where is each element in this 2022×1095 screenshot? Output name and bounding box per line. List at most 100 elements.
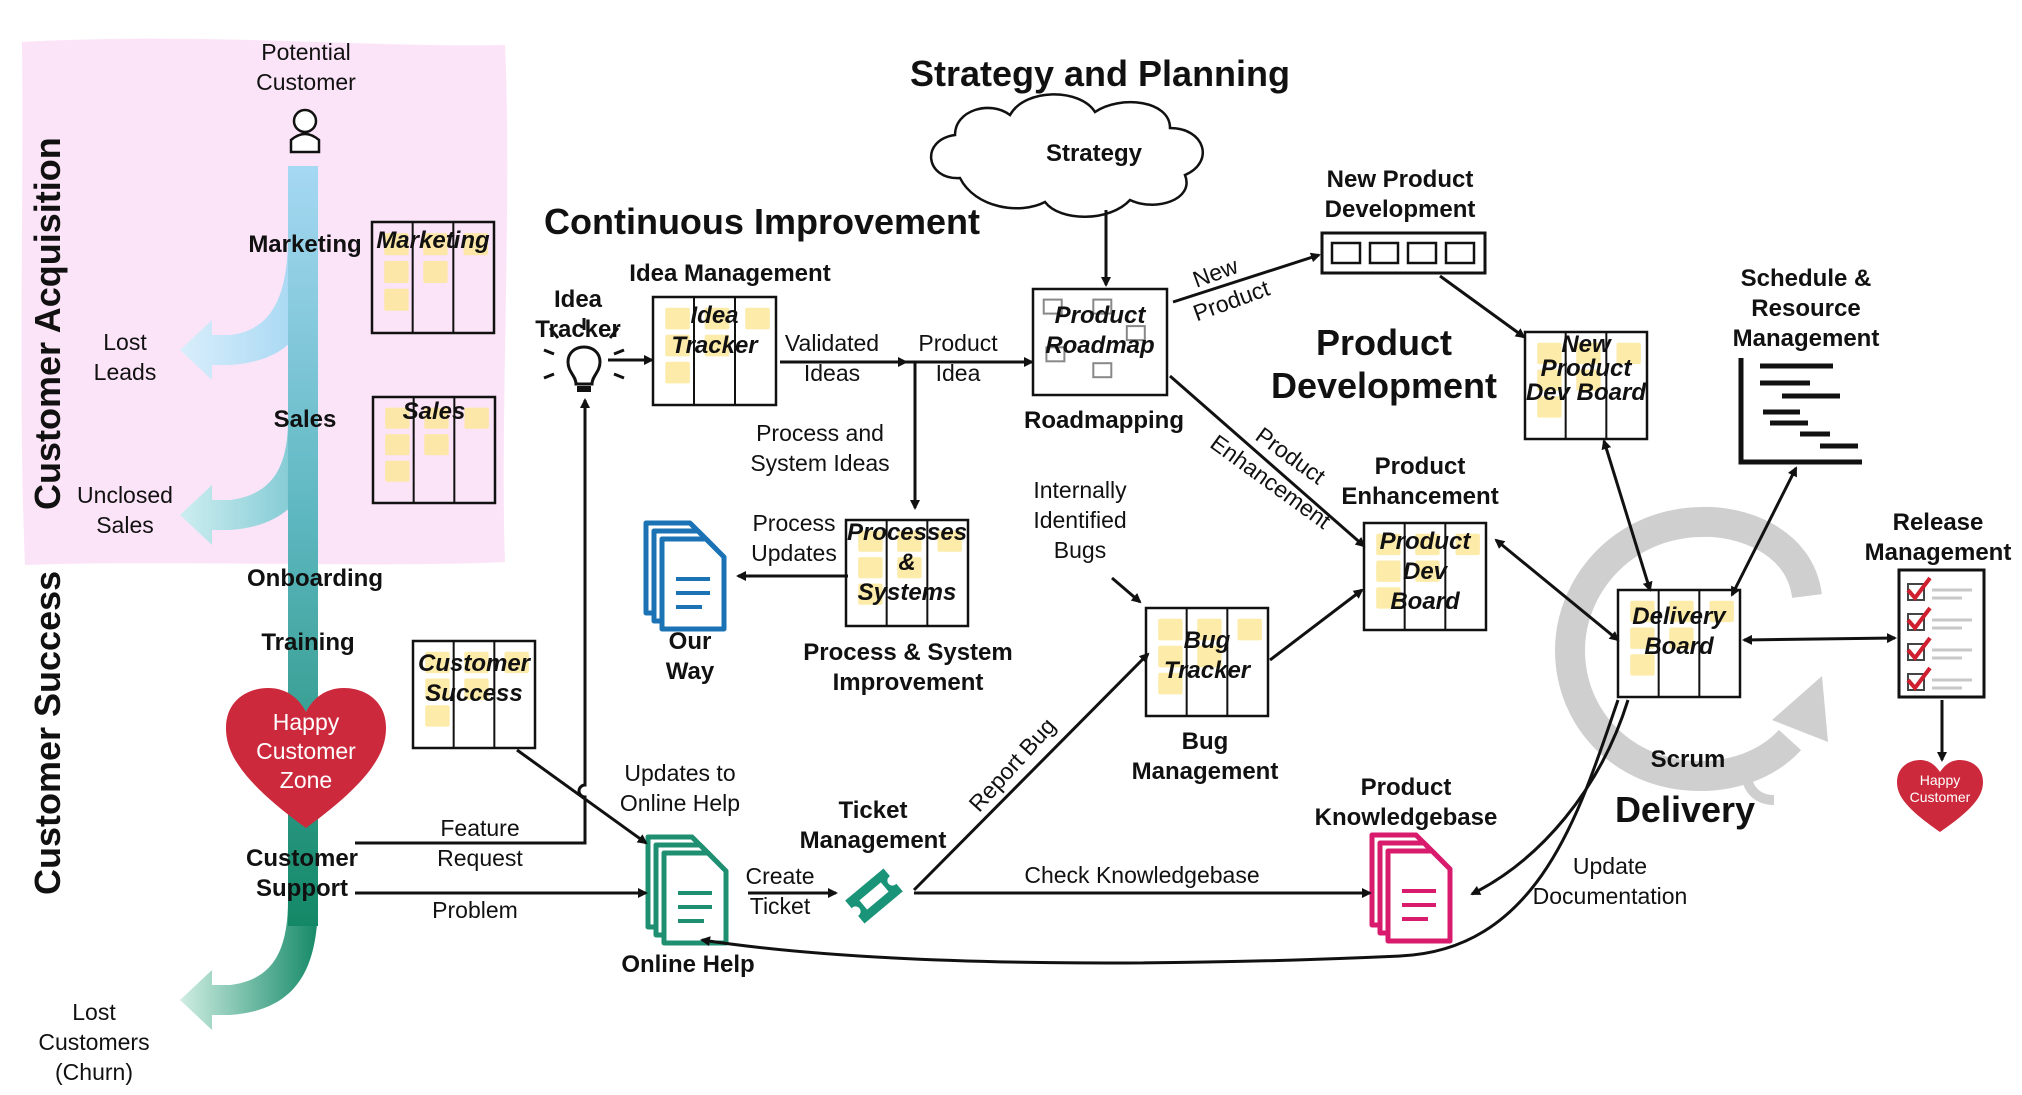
sticky-note xyxy=(463,233,488,256)
problem-label: Problem xyxy=(432,897,518,923)
cloud-icon xyxy=(929,93,1204,218)
sticky-note xyxy=(464,407,489,429)
new-product-dev-label: Development xyxy=(1325,196,1476,223)
onboarding-stage: Onboarding xyxy=(247,565,383,592)
continuous-improvement-title: Continuous Improvement xyxy=(544,201,980,242)
sticky-note xyxy=(858,557,883,579)
product-knowledgebase-label: Knowledgebase xyxy=(1315,804,1498,831)
create-ticket-label: Ticket xyxy=(750,893,811,919)
product-development-title-2: Development xyxy=(1271,365,1497,406)
board-title: New xyxy=(1561,331,1612,358)
lightbulb-icon xyxy=(543,318,625,392)
board-title: Product xyxy=(1380,528,1472,555)
sticky-note xyxy=(1576,369,1601,391)
sticky-note xyxy=(1630,654,1655,676)
sticky-note xyxy=(1616,342,1641,365)
board-title: Customer xyxy=(418,650,532,677)
sticky-note xyxy=(704,307,730,330)
sticky-note xyxy=(1158,645,1183,668)
board-title: Tracker xyxy=(671,332,759,359)
roadmapping-label: Roadmapping xyxy=(1024,407,1184,434)
feature-request-label: Request xyxy=(437,845,523,871)
sticky-note xyxy=(665,361,690,384)
sticky-note xyxy=(425,651,450,674)
board-title: Sales xyxy=(403,398,466,425)
sales-stage: Sales xyxy=(274,406,337,433)
sticky-note xyxy=(385,460,410,482)
customer-acquisition-title: Customer Acquisition xyxy=(27,137,68,510)
release-management-label: Release xyxy=(1893,509,1984,536)
happy-customer-text-1: Happy xyxy=(1920,772,1960,788)
new-product-dev-label: New Product xyxy=(1327,166,1474,193)
roadmap-card xyxy=(1092,298,1113,315)
sticky-note xyxy=(1376,560,1401,582)
heart-icon xyxy=(226,688,386,828)
lost-customers-label-2: Customers xyxy=(38,1029,149,1055)
product-knowledgebase-label: Product xyxy=(1361,774,1452,801)
board-title: Board xyxy=(1390,588,1461,615)
strategy-planning-title: Strategy and Planning xyxy=(910,53,1290,94)
gantt-icon xyxy=(1738,358,1862,465)
sticky-note xyxy=(425,705,450,727)
sticky-note xyxy=(1197,618,1222,641)
schedule-label: Management xyxy=(1733,325,1880,352)
happy-customer: Happy Customer xyxy=(1897,760,1983,832)
idea-tracker-label-label: Tracker xyxy=(535,316,620,343)
heart-icon xyxy=(1897,760,1983,832)
board-title: & xyxy=(898,549,915,576)
schedule-label: Resource xyxy=(1751,295,1860,322)
customer-support-stage-2: Support xyxy=(256,875,348,902)
sticky-note xyxy=(1630,600,1655,623)
check-knowledgebase-label: Check Knowledgebase xyxy=(1024,862,1259,888)
sticky-note xyxy=(1376,533,1401,556)
process-updates-label: Updates xyxy=(751,540,837,566)
marketing-board: Marketing xyxy=(370,220,496,335)
sticky-note xyxy=(423,260,448,284)
sticky-note xyxy=(745,307,770,330)
ticket-management-label: Management xyxy=(800,827,947,854)
sticky-note xyxy=(464,678,489,700)
sticky-note xyxy=(897,530,922,552)
sticky-note xyxy=(424,434,449,456)
board-title: Marketing xyxy=(376,227,490,254)
our-way-label: Way xyxy=(666,658,715,685)
sticky-note xyxy=(1237,618,1262,641)
process-system-ideas-label: System Ideas xyxy=(750,450,889,476)
customer-success-title: Customer Success xyxy=(27,571,68,895)
document-stack-icon xyxy=(645,834,729,946)
process-system-improvement-label: Improvement xyxy=(833,669,984,696)
board-title: Tracker xyxy=(1164,657,1252,684)
sticky-note xyxy=(425,678,450,700)
sticky-note xyxy=(665,334,690,357)
sticky-note xyxy=(1197,645,1222,668)
sticky-note xyxy=(1630,627,1655,649)
product-development-title: Product xyxy=(1316,322,1452,363)
sticky-note xyxy=(1415,560,1440,582)
product-enhancement-label: Enhancement xyxy=(1341,483,1498,510)
unclosed-sales-label-2: Sales xyxy=(96,512,154,538)
ticket-management-label: Ticket xyxy=(839,797,908,824)
lost-leads-label-2: Leads xyxy=(94,359,157,385)
docs-layer xyxy=(643,520,1453,946)
board-title: Bug xyxy=(1184,627,1231,654)
validated-ideas-label: Ideas xyxy=(804,360,860,386)
sticky-note xyxy=(1537,396,1562,418)
roadmap-card xyxy=(1125,325,1146,342)
customer-support-stage: Customer xyxy=(246,845,358,872)
updates-online-help-label: Online Help xyxy=(620,790,740,816)
board-title: Product xyxy=(1541,355,1633,382)
document-stack-icon xyxy=(1369,832,1453,944)
sticky-note xyxy=(1415,533,1440,556)
sticky-note xyxy=(858,530,883,552)
online-help-label: Online Help xyxy=(621,951,754,978)
board-title: Systems xyxy=(858,579,957,606)
board-title: Delivery xyxy=(1632,603,1727,630)
sticky-note xyxy=(1709,600,1734,623)
svg-text:Customer: Customer xyxy=(256,69,356,95)
